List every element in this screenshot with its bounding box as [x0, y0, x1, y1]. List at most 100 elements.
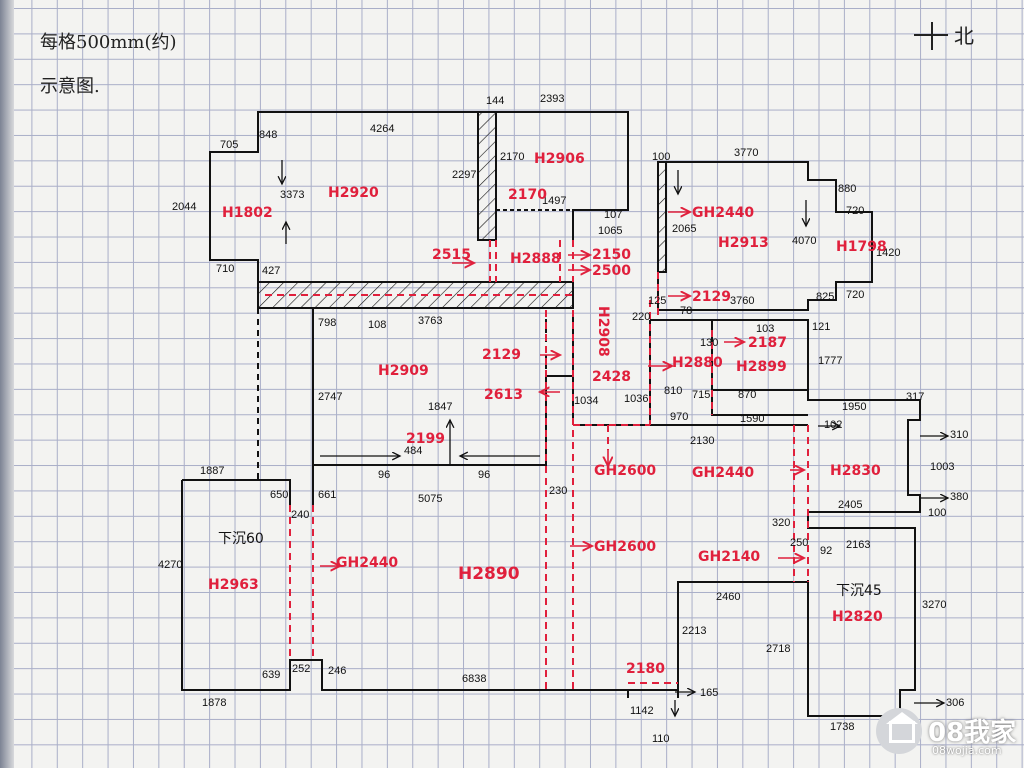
- dim-label: 1878: [202, 697, 227, 709]
- height-label: H2820: [832, 609, 883, 625]
- dim-label: 252: [292, 663, 311, 675]
- dim-label: 4264: [370, 123, 395, 135]
- height-label: 2613: [484, 387, 523, 403]
- dim-label: 710: [216, 263, 235, 275]
- dim-label: 5075: [418, 493, 443, 505]
- dim-label: 848: [259, 129, 278, 141]
- dim-label: 121: [812, 321, 831, 333]
- dim-label: 6838: [462, 673, 487, 685]
- dim-label: 108: [368, 319, 387, 331]
- height-label: 2428: [592, 369, 631, 385]
- height-label: 2187: [748, 335, 787, 351]
- dim-label: 165: [700, 687, 719, 699]
- dim-label: 317: [906, 391, 925, 403]
- dim-label: 240: [291, 509, 310, 521]
- dim-label: 102: [824, 419, 843, 431]
- dim-label: 2405: [838, 499, 863, 511]
- dim-label: 380: [950, 491, 969, 503]
- dim-label: 880: [838, 183, 857, 195]
- dim-label: 96: [378, 469, 391, 481]
- dim-label: 484: [404, 445, 423, 457]
- dim-label: 1497: [542, 195, 567, 207]
- height-label: H2920: [328, 185, 379, 201]
- watermark: 08我家 08wojia.com: [872, 704, 1024, 768]
- dim-label: 1777: [818, 355, 843, 367]
- height-label: H2963: [208, 577, 259, 593]
- dim-label: 825: [816, 291, 835, 303]
- dim-label: 639: [262, 669, 281, 681]
- dim-label: 2065: [672, 223, 697, 235]
- height-label: H2906: [534, 151, 585, 167]
- dim-label: 661: [318, 489, 337, 501]
- dim-label: 1738: [830, 721, 855, 733]
- dim-label: 2044: [172, 201, 197, 213]
- dim-label: 310: [950, 429, 969, 441]
- dim-label: 2170: [500, 151, 525, 163]
- dim-label: 96: [478, 469, 491, 481]
- height-label: 2150: [592, 247, 631, 263]
- dim-label: 3770: [734, 147, 759, 159]
- dim-label: 1034: [574, 395, 599, 407]
- dim-label: 2747: [318, 391, 343, 403]
- height-label: H2913: [718, 235, 769, 251]
- watermark-url: 08wojia.com: [932, 744, 1002, 757]
- dim-label: 306: [946, 697, 965, 709]
- room-note: 下沉45: [836, 583, 882, 599]
- dim-label: 100: [928, 507, 947, 519]
- dim-label: 715: [692, 389, 711, 401]
- red-dashed-lines: [265, 240, 809, 690]
- dim-label: 320: [772, 517, 791, 529]
- black-arrows: [282, 160, 948, 716]
- height-label: GH2440: [692, 465, 755, 481]
- dim-label: 3763: [418, 315, 443, 327]
- height-label: 2180: [626, 661, 665, 677]
- north-label: 北: [954, 24, 974, 48]
- dim-label: 3373: [280, 189, 305, 201]
- dim-label: 3270: [922, 599, 947, 611]
- height-label: GH2600: [594, 463, 657, 479]
- dim-label: 246: [328, 665, 347, 677]
- dim-label: 2718: [766, 643, 791, 655]
- dim-label: 103: [756, 323, 775, 335]
- dim-label: 2297: [452, 169, 477, 181]
- dim-label: 2460: [716, 591, 741, 603]
- dim-label: 78: [680, 305, 693, 317]
- dim-label: 250: [790, 537, 809, 549]
- dim-label: 2163: [846, 539, 871, 551]
- dim-label: 110: [652, 733, 670, 745]
- dim-label: 970: [670, 411, 689, 423]
- height-label: GH2140: [698, 549, 761, 565]
- dim-label: 144: [486, 95, 505, 107]
- dim-label: 705: [220, 139, 239, 151]
- dim-label: 220: [632, 311, 651, 323]
- height-label: 2500: [592, 263, 631, 279]
- height-label: GH2600: [594, 539, 657, 555]
- scale-note: 每格500mm(约): [40, 32, 177, 53]
- height-label: H1798: [836, 239, 887, 255]
- dim-label: 230: [549, 485, 568, 497]
- height-label: GH2440: [336, 555, 399, 571]
- dim-label: 650: [270, 489, 289, 501]
- height-label: H2888: [510, 251, 561, 267]
- height-label: H2830: [830, 463, 881, 479]
- dim-label: 1142: [630, 705, 654, 717]
- dim-label: 3760: [730, 295, 755, 307]
- red-arrows: [320, 212, 804, 566]
- height-label: 2199: [406, 431, 445, 447]
- dim-label: 4070: [792, 235, 817, 247]
- height-label: H1802: [222, 205, 273, 221]
- dim-label: 1065: [598, 225, 623, 237]
- dim-label: 130: [700, 337, 719, 349]
- room-note: 下沉60: [218, 531, 264, 547]
- diagram-note: 示意图.: [40, 76, 100, 97]
- dim-label: 107: [604, 209, 623, 221]
- dim-label: 100: [652, 151, 671, 163]
- dim-label: 1950: [842, 401, 867, 413]
- north-arrow: [914, 22, 948, 50]
- dim-label: 798: [318, 317, 337, 329]
- dim-label: 870: [738, 389, 757, 401]
- wall-outline: [181, 111, 921, 717]
- dim-label: 1036: [624, 393, 649, 405]
- dim-label: 1847: [428, 401, 453, 413]
